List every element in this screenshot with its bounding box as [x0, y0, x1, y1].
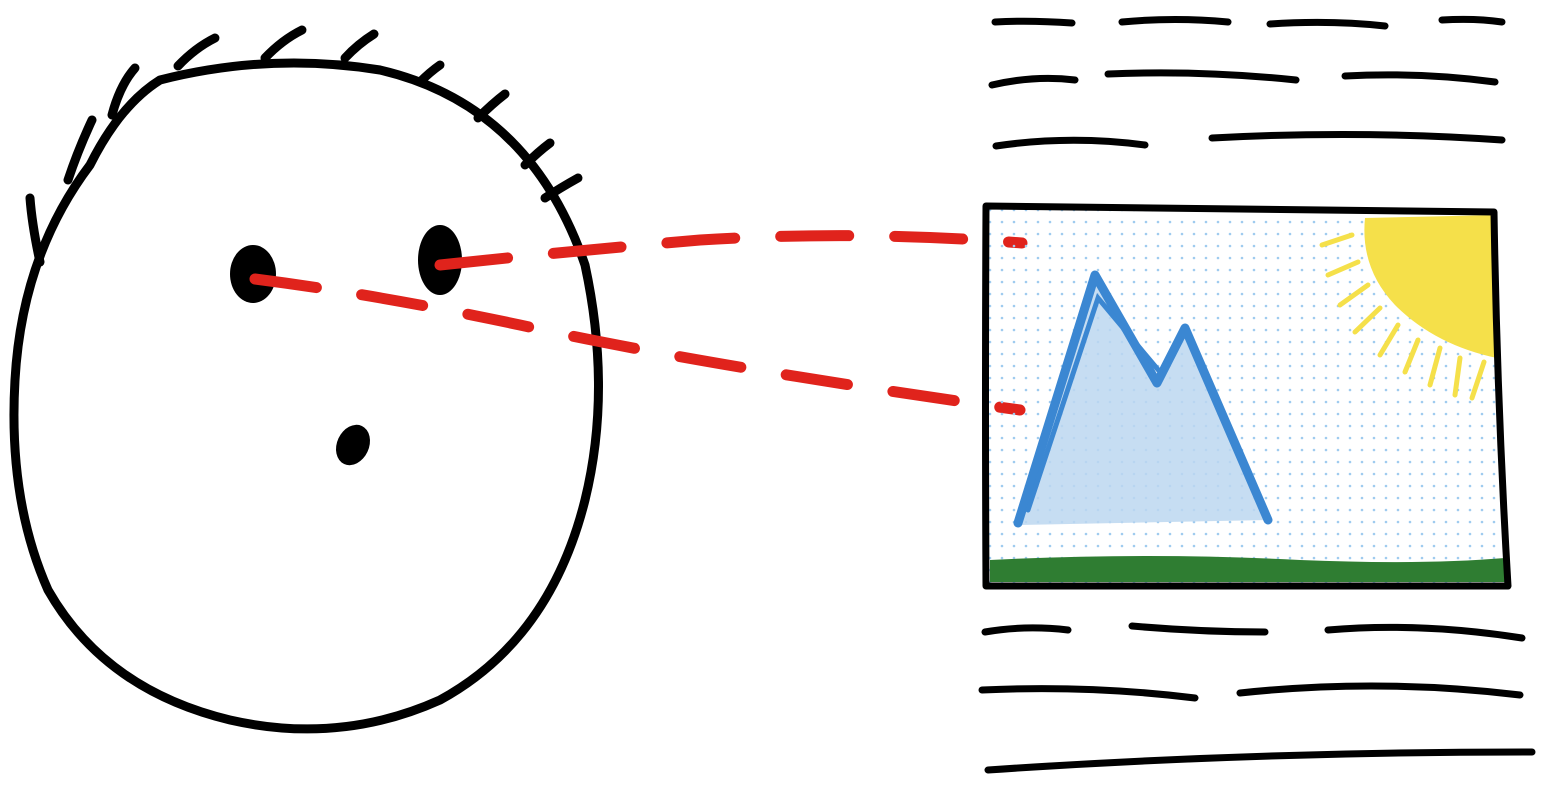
text-line — [981, 624, 1072, 636]
mountain-icon — [1013, 270, 1273, 528]
text-line — [1341, 71, 1499, 86]
landscape-picture-icon — [982, 202, 1512, 590]
text-line — [988, 74, 1079, 89]
text-line — [991, 17, 1076, 27]
gaze-line-icon — [249, 230, 1028, 416]
picture-frame — [982, 202, 1512, 590]
text-line — [1236, 682, 1524, 699]
text-line — [984, 748, 1536, 774]
text-line — [1128, 622, 1269, 636]
sight-line-right-eye — [434, 230, 1028, 271]
face-icon — [9, 25, 603, 734]
mouth — [335, 424, 371, 466]
text-line — [1118, 16, 1232, 26]
text-block-bottom — [978, 622, 1536, 774]
text-line — [978, 685, 1199, 702]
grass-strip — [990, 556, 1505, 582]
head-outline — [9, 58, 603, 734]
text-line — [1104, 69, 1300, 84]
text-line — [1438, 15, 1506, 26]
sight-line-left-eye — [249, 273, 1026, 416]
text-line — [992, 136, 1149, 150]
text-line — [1266, 18, 1389, 30]
hair-strokes — [25, 25, 583, 267]
text-line — [1208, 130, 1506, 144]
sun-icon — [1319, 215, 1497, 401]
text-line — [1324, 623, 1526, 642]
text-block-top — [988, 15, 1506, 150]
